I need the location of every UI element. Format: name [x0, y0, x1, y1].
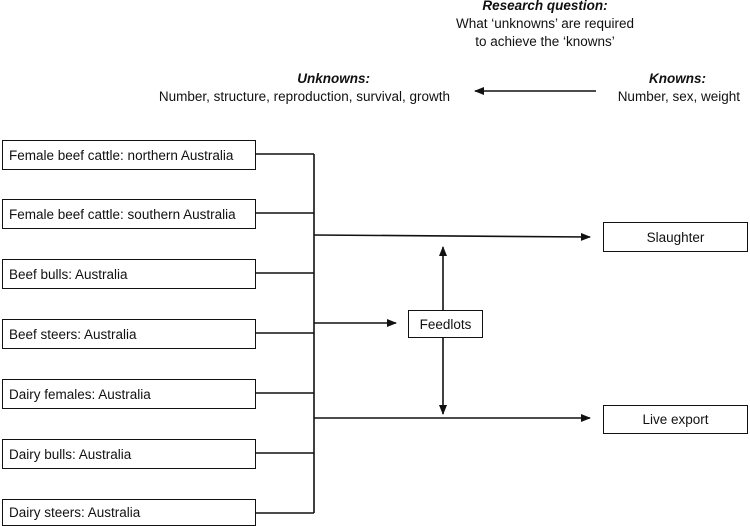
source-box-dairy-steers: Dairy steers: Australia [2, 499, 256, 526]
unknowns-list: Number, structure, reproduction, surviva… [158, 89, 450, 104]
source-box-beef-bulls: Beef bulls: Australia [2, 259, 256, 289]
source-label: Female beef cattle: southern Australia [9, 206, 236, 222]
source-label: Dairy bulls: Australia [9, 446, 132, 462]
slaughter-box: Slaughter [603, 222, 748, 252]
research-question-line-1: What ‘unknowns’ are required [455, 16, 635, 31]
source-label: Dairy steers: Australia [9, 505, 141, 520]
slaughter-label: Slaughter [646, 229, 705, 245]
to-slaughter-arrow [313, 232, 591, 241]
research-question-title: Research question: [482, 0, 608, 13]
knowns-title: Knowns: [649, 71, 706, 86]
unknowns-title: Unknowns: [297, 71, 370, 86]
live-export-box: Live export [603, 405, 748, 434]
source-box-dairy-females: Dairy females: Australia [2, 379, 256, 409]
source-box-beef-steers: Beef steers: Australia [2, 319, 256, 349]
source-label: Female beef cattle: northern Australia [9, 147, 234, 163]
feedlots-label: Feedlots [419, 316, 472, 332]
source-box-female-beef-southern: Female beef cattle: southern Australia [2, 199, 256, 229]
source-label: Beef steers: Australia [9, 326, 137, 342]
knowns-list: Number, sex, weight [617, 89, 740, 104]
source-box-female-beef-northern: Female beef cattle: northern Australia [2, 140, 256, 170]
live-export-label: Live export [642, 412, 709, 427]
source-label: Dairy females: Australia [9, 386, 151, 402]
research-question-line-2: to achieve the ‘knowns’ [475, 34, 615, 49]
source-label: Beef bulls: Australia [9, 266, 128, 282]
feedlots-box: Feedlots [408, 310, 483, 338]
source-box-dairy-bulls: Dairy bulls: Australia [2, 439, 256, 469]
